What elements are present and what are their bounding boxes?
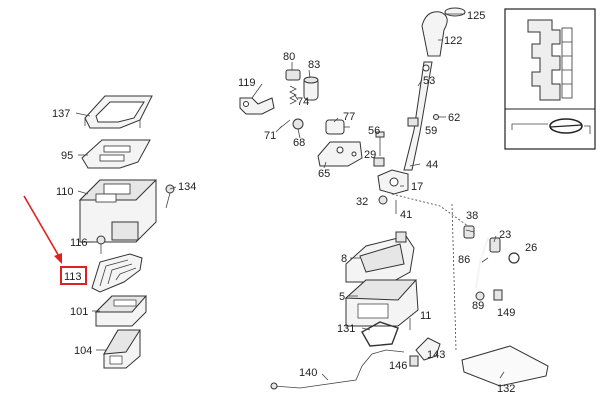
- callout-41[interactable]: 41: [400, 209, 412, 221]
- callout-104[interactable]: 104: [74, 345, 92, 357]
- part-59-washer: [407, 117, 419, 127]
- part-80-nut: [285, 69, 301, 81]
- part-95-plate: [81, 139, 151, 169]
- callout-132[interactable]: 132: [497, 383, 515, 395]
- part-132-cover: [461, 345, 549, 387]
- callout-86[interactable]: 86: [458, 254, 470, 266]
- part-53-shift-lever: [403, 61, 433, 171]
- part-77-sleeve: [325, 119, 350, 135]
- callout-80[interactable]: 80: [283, 51, 295, 63]
- callout-29[interactable]: 29: [364, 149, 376, 161]
- part-131-gasket: [361, 321, 399, 347]
- part-122-knob: [421, 11, 448, 57]
- leader-lines: [75, 13, 505, 381]
- inset-panel: [504, 8, 596, 150]
- part-32-washer: [378, 195, 388, 205]
- callout-38[interactable]: 38: [466, 210, 478, 222]
- callout-134[interactable]: 134: [178, 181, 196, 193]
- part-101-module: [94, 295, 148, 327]
- callout-68[interactable]: 68: [293, 137, 305, 149]
- callout-143[interactable]: 143: [427, 349, 445, 361]
- part-29-bushing: [373, 157, 385, 167]
- callout-122[interactable]: 122: [444, 35, 462, 47]
- callout-125[interactable]: 125: [467, 10, 485, 22]
- callout-110[interactable]: 110: [56, 186, 74, 198]
- part-119-clip: [239, 97, 275, 115]
- part-125-cap: [444, 7, 466, 17]
- callout-17[interactable]: 17: [411, 181, 423, 193]
- part-65-plate: [317, 141, 363, 167]
- callout-23[interactable]: 23: [499, 229, 511, 241]
- callout-labels: 137 95 110 134 116 113 101 104 119 80 83…: [52, 10, 537, 395]
- part-8-selector: [345, 231, 415, 283]
- callout-119[interactable]: 119: [238, 77, 256, 89]
- callout-137[interactable]: 137: [52, 108, 70, 120]
- callout-149[interactable]: 149: [497, 307, 515, 319]
- part-74-spring: [289, 85, 297, 105]
- part-62-screw: [433, 114, 446, 120]
- part-56-bolt: [375, 131, 385, 156]
- callout-44[interactable]: 44: [426, 159, 438, 171]
- part-113-gaiter: [91, 253, 143, 293]
- callout-77[interactable]: 77: [343, 111, 355, 123]
- part-17-carrier: [377, 169, 409, 195]
- part-89-washer: [475, 291, 485, 301]
- part-140-cable: [270, 349, 405, 390]
- callout-65[interactable]: 65: [318, 168, 330, 180]
- callout-113[interactable]: 113: [64, 271, 82, 283]
- part-146-clip: [409, 355, 419, 367]
- callout-74[interactable]: 74: [297, 96, 309, 108]
- callout-26[interactable]: 26: [525, 242, 537, 254]
- callout-89[interactable]: 89: [472, 300, 484, 312]
- part-137-frame: [84, 95, 153, 129]
- part-116-screw: [96, 235, 106, 254]
- callout-59[interactable]: 59: [425, 125, 437, 137]
- callout-8[interactable]: 8: [341, 253, 347, 265]
- part-143-bracket: [415, 337, 441, 361]
- part-110-housing: [78, 179, 175, 243]
- callout-11[interactable]: 11: [420, 310, 431, 322]
- callout-146[interactable]: 146: [389, 360, 407, 372]
- part-26-ring: [508, 252, 520, 264]
- callout-83[interactable]: 83: [308, 59, 320, 71]
- part-149-clip: [493, 289, 503, 301]
- part-83-bushing: [303, 76, 319, 101]
- callout-101[interactable]: 101: [70, 306, 88, 318]
- highlight-box[interactable]: [60, 266, 87, 285]
- part-68-lever: [292, 118, 304, 139]
- callout-5[interactable]: 5: [339, 291, 345, 303]
- callout-116[interactable]: 116: [70, 237, 88, 249]
- shift-gate-icon: [527, 19, 561, 101]
- callout-53[interactable]: 53: [423, 75, 435, 87]
- part-44-pin: [409, 163, 421, 167]
- steering-wheel-icon: [511, 118, 591, 134]
- callout-62[interactable]: 62: [448, 112, 460, 124]
- callout-56[interactable]: 56: [368, 125, 380, 137]
- part-104-bracket: [103, 329, 141, 369]
- part-5-base: [344, 279, 419, 327]
- callout-71[interactable]: 71: [264, 130, 276, 142]
- callout-140[interactable]: 140: [299, 367, 317, 379]
- highlight-arrow: [23, 195, 62, 264]
- callout-131[interactable]: 131: [337, 323, 355, 335]
- part-86-rod: [475, 237, 489, 289]
- callout-32[interactable]: 32: [356, 196, 368, 208]
- callout-95[interactable]: 95: [61, 150, 73, 162]
